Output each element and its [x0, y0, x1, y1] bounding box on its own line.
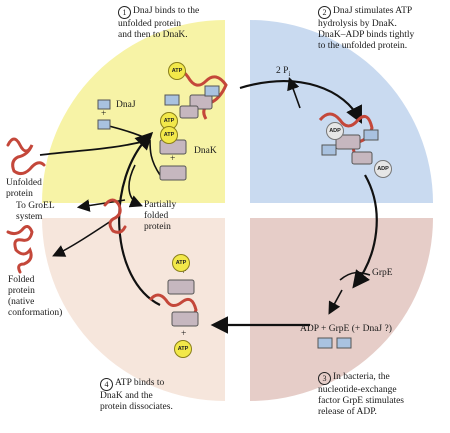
dnak-shape-2: [159, 165, 187, 181]
atp-badge-2: ATP: [160, 112, 178, 130]
phosphate-subscript: i: [288, 69, 291, 78]
cycle-arrow-4-to-1: [118, 131, 161, 306]
folded-protein-label: Folded protein (native conformation): [8, 275, 63, 318]
plus-sign-2: +: [170, 154, 176, 164]
step-2-number: 2: [318, 6, 331, 19]
arrow-unfolded-in: [39, 139, 151, 156]
plus-sign: +: [101, 109, 107, 119]
arrow-pi-release: [287, 76, 301, 109]
phosphate-label: 2 Pi: [276, 66, 290, 80]
arrow-to-partially-folded: [128, 164, 143, 208]
step-4-description: ATP binds to DnaK and the protein dissoc…: [100, 378, 173, 412]
quadrant-4-background: [42, 218, 225, 401]
partially-folded-protein-chain: [103, 198, 127, 234]
unfolded-protein-chain: [6, 137, 46, 176]
arrow-dnak-in: [149, 139, 161, 176]
step-1-number: 1: [118, 6, 131, 19]
dnaj-shape: [97, 99, 111, 110]
dnaj-label: DnaJ: [116, 100, 136, 110]
release-products-label: ADP + GrpE (+ DnaJ ?): [300, 324, 392, 334]
dnaj-dnak-complex-1: [164, 69, 228, 120]
dnak-adp-complex: [318, 112, 379, 165]
atp-badge-5: ATP: [174, 340, 192, 358]
quadrant-3-background: [250, 218, 433, 401]
cycle-arrow-1-to-2: [239, 80, 362, 124]
step-2-description: DnaJ stimulates ATP hydrolysis by DnaK. …: [318, 6, 415, 51]
plus-sign-4: +: [181, 329, 187, 339]
unfolded-protein-label: Unfolded protein: [6, 178, 42, 199]
adp-badge-1: ADP: [326, 122, 344, 140]
quadrant-2-background: [250, 20, 433, 203]
cycle-arrow-2-to-3: [352, 174, 378, 289]
step-1-description: DnaJ binds to the unfolded protein and t…: [118, 6, 200, 40]
released-dnaj-2: [336, 337, 352, 349]
dnak-label: DnaK: [194, 146, 217, 156]
released-dnaj-1: [317, 337, 333, 349]
atp-badge-1: ATP: [168, 62, 186, 80]
arrow-adp-release: [328, 289, 343, 315]
atp-badge-3: ATP: [160, 126, 178, 144]
step-4-number: 4: [100, 378, 113, 391]
dnaj-shape-2: [97, 119, 111, 130]
grpe-label: GrpE: [372, 268, 393, 278]
folded-protein-chain: [6, 225, 34, 274]
arrow-grpe-entry: [339, 271, 371, 281]
step-3-number: 3: [318, 372, 331, 385]
dnak-atp-complex: [148, 279, 199, 327]
adp-badge-2: ADP: [374, 160, 392, 178]
phosphate-text: 2 P: [276, 66, 289, 76]
step-3-description: In bacteria, the nucleotide-exchange fac…: [318, 372, 405, 417]
groel-label: To GroEL system: [16, 201, 55, 222]
partially-folded-label: Partially folded protein: [144, 200, 177, 232]
atp-badge-4: ATP: [172, 254, 190, 272]
plus-sign-3: +: [181, 267, 187, 277]
